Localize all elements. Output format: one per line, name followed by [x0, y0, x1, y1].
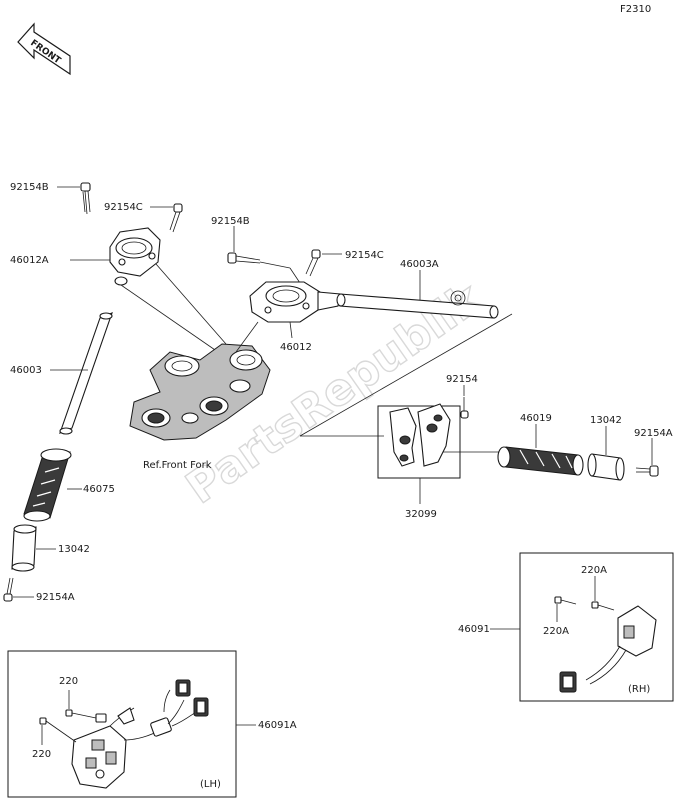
label-220a-top: 220A [581, 565, 607, 576]
bolt-92154a-right [635, 465, 659, 477]
label-46019: 46019 [520, 413, 552, 424]
label-46003: 46003 [10, 365, 42, 376]
label-13042-right: 13042 [590, 415, 622, 426]
label-ref-front-fork: Ref.Front Fork [143, 460, 212, 471]
bolt-92154b-left [80, 182, 91, 215]
label-92154b-left: 92154B [10, 182, 49, 193]
label-46075: 46075 [83, 484, 115, 495]
handlebar-tube-46003 [59, 312, 113, 435]
label-32099: 32099 [405, 509, 437, 520]
label-lh: (LH) [200, 779, 221, 790]
label-46012a: 46012A [10, 255, 49, 266]
screw-220a-top [591, 601, 615, 611]
label-46003a: 46003A [400, 259, 439, 270]
label-92154a-right: 92154A [634, 428, 673, 439]
bolt-92154c-left [169, 203, 183, 233]
bolt-92154a-left [3, 577, 14, 602]
throttle-housing-32099 [377, 403, 461, 479]
rh-switch-box [519, 552, 674, 702]
grip-46019 [497, 446, 584, 476]
label-220a-bottom: 220A [543, 626, 569, 637]
label-92154: 92154 [446, 374, 478, 385]
handlebar-tube-46003a [336, 290, 499, 319]
label-46091a: 46091A [258, 720, 297, 731]
label-92154a-left: 92154A [36, 592, 75, 603]
label-13042-left: 13042 [58, 544, 90, 555]
label-220-bottom: 220 [32, 749, 51, 760]
switch-46091a-lh [71, 679, 209, 789]
label-220-top: 220 [59, 676, 78, 687]
label-92154c-left: 92154C [104, 202, 143, 213]
clamp-46012 [249, 281, 341, 323]
switch-46091-rh [559, 605, 657, 693]
figure-code: F2310 [620, 4, 651, 15]
screw-92154 [460, 397, 469, 419]
label-46091: 46091 [458, 624, 490, 635]
label-92154b-right: 92154B [211, 216, 250, 227]
bar-end-weight-13042-right [587, 453, 625, 481]
triple-clamp-ref-front-fork [129, 343, 271, 441]
label-46012: 46012 [280, 342, 312, 353]
bolt-92154c-right [305, 249, 321, 277]
clamp-46012a [109, 227, 161, 286]
label-92154c-right: 92154C [345, 250, 384, 261]
screw-220-top [65, 709, 107, 723]
lh-switch-box [7, 650, 237, 798]
bolt-92154b-right [227, 252, 261, 264]
bar-end-weight-13042-left [11, 524, 37, 572]
grip-46075 [23, 448, 72, 522]
label-rh: (RH) [628, 684, 650, 695]
front-direction-arrow: FRONT [17, 22, 71, 76]
screw-220a-bottom [554, 596, 577, 605]
screw-220-bottom [39, 717, 77, 743]
